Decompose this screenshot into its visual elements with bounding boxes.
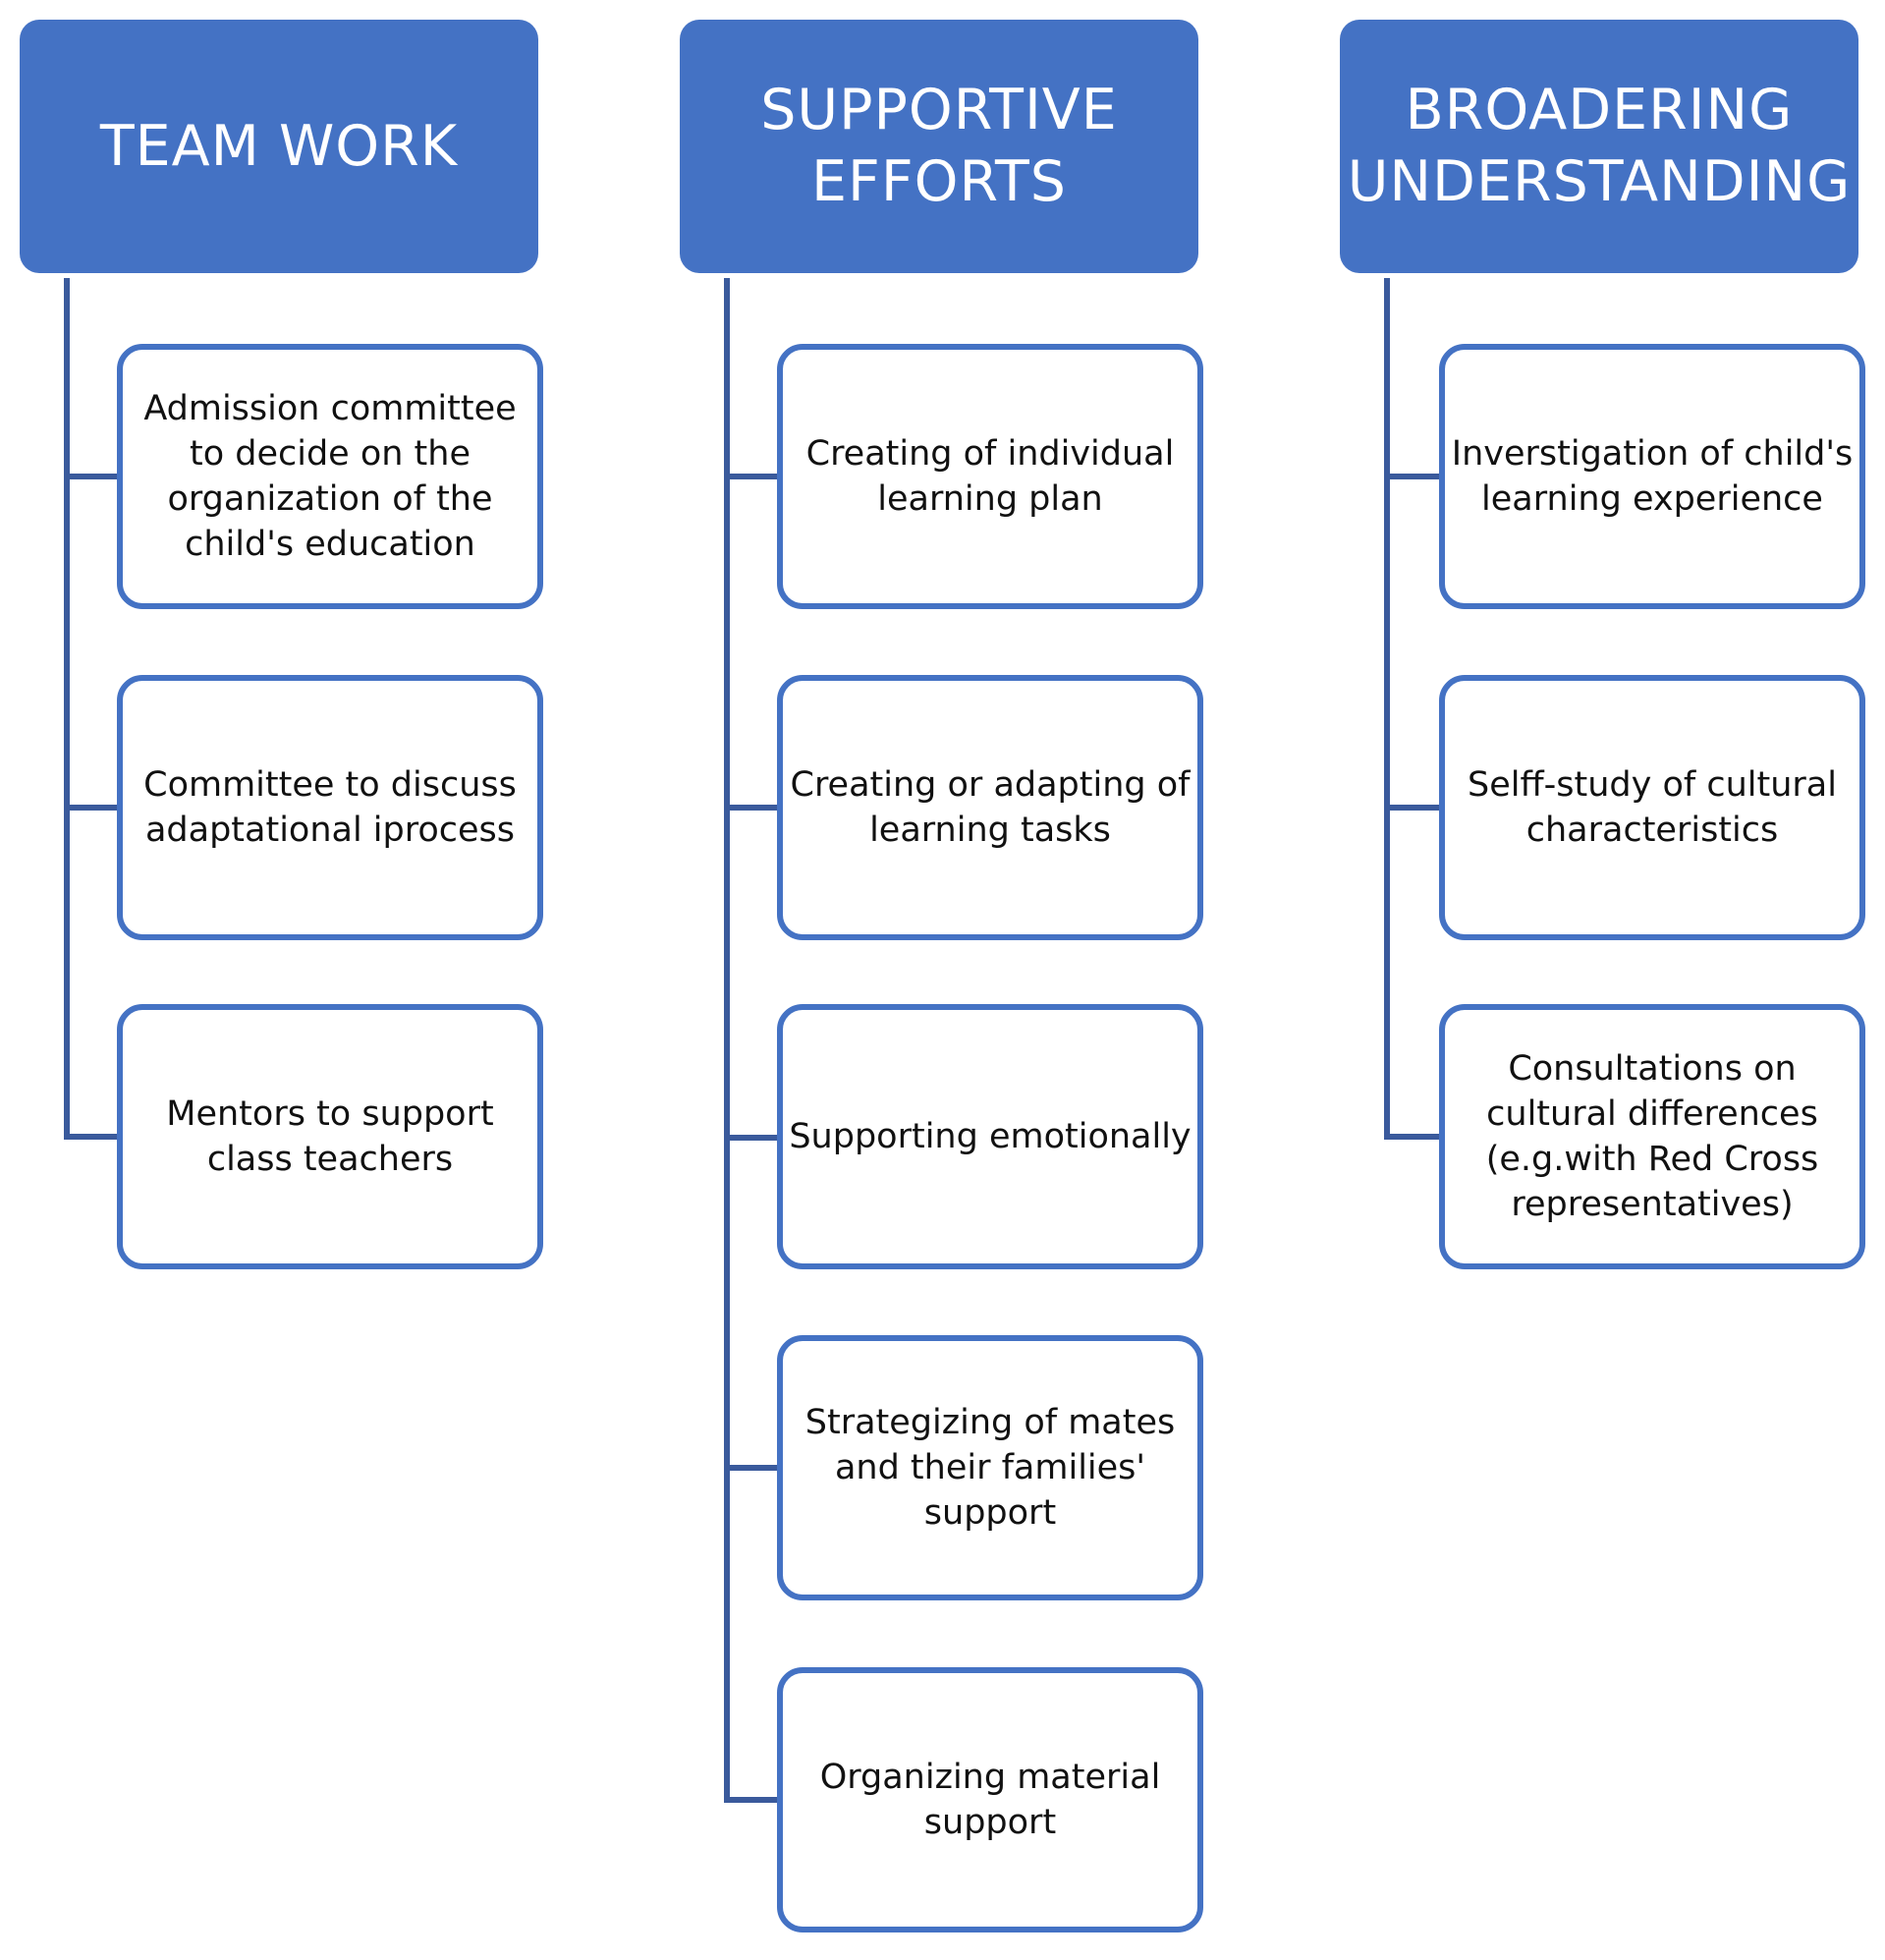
header-supportive-efforts: SUPPORTIVE EFFORTS (680, 20, 1198, 273)
item-box: Admission committee to decide on the org… (117, 344, 543, 609)
item-box: Inverstigation of child's learning exper… (1439, 344, 1865, 609)
item-text: Creating of individual learning plan (805, 434, 1175, 519)
header-title: TEAM WORK (99, 113, 459, 179)
item-box: Creating of individual learning plan (777, 344, 1203, 609)
item-text: Inverstigation of child's learning exper… (1451, 434, 1854, 519)
item-text: Admission committee to decide on the org… (143, 389, 517, 564)
item-box: Committee to discuss adaptational iproce… (117, 675, 543, 940)
item-box: Organizing material support (777, 1667, 1203, 1932)
item-text: Consultations on cultural differences (e… (1485, 1049, 1819, 1224)
header-title: BROADERING UNDERSTANDING (1347, 78, 1852, 214)
item-text: Supporting emotionally (789, 1117, 1192, 1156)
header-team-work: TEAM WORK (20, 20, 538, 273)
item-text: Creating or adapting of learning tasks (790, 765, 1191, 850)
item-text: Organizing material support (819, 1758, 1161, 1842)
item-box: Supporting emotionally (777, 1004, 1203, 1269)
item-box: Mentors to support class teachers (117, 1004, 543, 1269)
item-text: Selff-study of cultural characteristics (1468, 765, 1837, 850)
item-text: Strategizing of mates and their families… (804, 1403, 1176, 1533)
item-box: Selff-study of cultural characteristics (1439, 675, 1865, 940)
header-broadering-understanding: BROADERING UNDERSTANDING (1340, 20, 1858, 273)
item-text: Committee to discuss adaptational iproce… (143, 765, 517, 850)
header-title: SUPPORTIVE EFFORTS (760, 78, 1118, 214)
item-text: Mentors to support class teachers (166, 1094, 494, 1179)
item-box: Consultations on cultural differences (e… (1439, 1004, 1865, 1269)
item-box: Creating or adapting of learning tasks (777, 675, 1203, 940)
item-box: Strategizing of mates and their families… (777, 1335, 1203, 1600)
